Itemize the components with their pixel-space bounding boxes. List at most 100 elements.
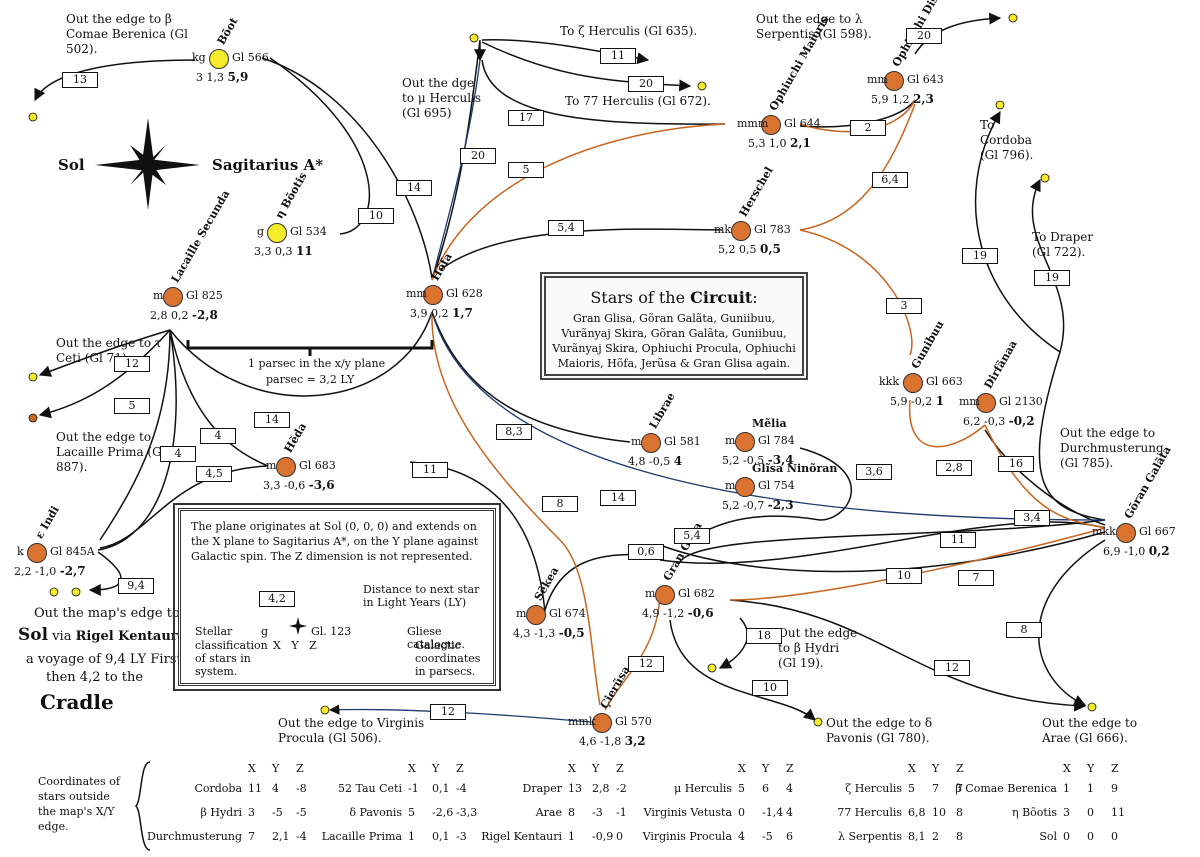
coords-value: 7 xyxy=(932,782,939,795)
star-melia-coords: 5,2 -0,5 -3,4 xyxy=(722,453,794,467)
distance-box: 12 xyxy=(628,656,664,672)
coords-header: Y xyxy=(272,762,280,775)
star-indi-gl: Gl 845A xyxy=(50,545,95,558)
legend-g: g xyxy=(261,625,269,638)
coords-header: Z xyxy=(1111,762,1119,775)
coords-value: 0 xyxy=(1087,830,1094,843)
distance-box: 2,8 xyxy=(936,460,972,476)
coords-star-name: Virginis Procula xyxy=(642,830,732,843)
coords-value: 0 xyxy=(1063,830,1070,843)
note-serpentis: Out the edge to λ Serpentis (Gl 598). xyxy=(756,12,872,41)
star-eta-coords: 3,3 0,3 11 xyxy=(254,244,313,258)
note-cordoba: To Cordoba (Gl 796). xyxy=(980,118,1034,162)
coords-header: Z xyxy=(616,762,624,775)
coords-header: X xyxy=(908,762,916,775)
star-glisa-coords: 5,2 -0,7 -2,3 xyxy=(722,498,794,512)
coords-star-name: Rigel Kentauri xyxy=(481,830,562,843)
star-lacaille-class: m xyxy=(153,289,164,302)
distance-box: 4,5 xyxy=(196,466,232,482)
coords-value: 11 xyxy=(248,782,262,795)
coords-value: 0 xyxy=(1111,830,1118,843)
coords-star-name: λ Serpentis xyxy=(838,830,902,843)
cradle-label: Cradle xyxy=(40,690,114,714)
coords-header: Y xyxy=(762,762,770,775)
star-librae-coords: 4,8 -0,5 4 xyxy=(628,454,683,468)
note-draper: To Draper (Gl 722). xyxy=(1032,230,1094,259)
route-gg-hydri xyxy=(718,617,749,669)
coords-value: 1 xyxy=(408,830,415,843)
coords-value: 4 xyxy=(786,782,793,795)
route-granglisa-goran2 xyxy=(659,531,1106,573)
star-ophmai-class: mmm xyxy=(737,117,769,130)
note-virginis: Out the edge to Virginis Procula (Gl 506… xyxy=(278,716,425,745)
star-sekea-gl: Gl 674 xyxy=(549,607,586,620)
note-pavonis: Out the edge to δ Pavonis (Gl 780). xyxy=(826,716,933,745)
distance-box: 0,6 xyxy=(628,544,664,560)
route-lac-lprima xyxy=(38,329,171,419)
star-ophdis-gl: Gl 643 xyxy=(907,73,944,86)
star-goran-coords: 6,9 -1,0 0,2 xyxy=(1103,544,1170,558)
coords-value: 5 xyxy=(908,782,915,795)
coords-value: -1 xyxy=(616,806,627,819)
star-granglisa-class: m xyxy=(645,587,656,600)
coords-value: 1 xyxy=(1063,782,1070,795)
star-goran-gl: Gl 667 xyxy=(1139,525,1176,538)
distance-box: 19 xyxy=(1034,270,1070,286)
star-gunibuu-coords: 5,9 -0,2 1 xyxy=(890,394,945,408)
coords-header: X xyxy=(568,762,576,775)
distance-box: 10 xyxy=(358,208,394,224)
coords-header: Z xyxy=(456,762,464,775)
star-lacaille-icon xyxy=(163,287,183,307)
coords-value: 0 xyxy=(616,830,623,843)
note-tau-ceti: Out the edge to τ Ceti (Gl 71). xyxy=(56,336,162,365)
coords-header: Y xyxy=(592,762,600,775)
distance-box: 16 xyxy=(998,456,1034,472)
distance-box: 8 xyxy=(542,496,578,512)
star-sekea-coords: 4,3 -1,3 -0,5 xyxy=(513,626,585,640)
star-ophdis-coords: 5,9 1,2 2,3 xyxy=(871,92,934,106)
coords-value: -4 xyxy=(296,830,307,843)
distance-box: 4 xyxy=(160,446,196,462)
coords-value: 6 xyxy=(762,782,769,795)
legend-text: The plane originates at Sol (0, 0, 0) an… xyxy=(191,520,479,563)
coords-value: 8 xyxy=(568,806,575,819)
coords-value: 4 xyxy=(272,782,279,795)
route-gg-goran3 xyxy=(659,521,1106,564)
route-lac-indi xyxy=(97,329,177,551)
star-ophmai-coords: 5,3 1,0 2,1 xyxy=(748,136,811,150)
note-lacaille-prima: Out the edge to Lacaille Prima (Gl 887). xyxy=(56,430,166,474)
coords-value: -4 xyxy=(456,782,467,795)
distance-box: 17 xyxy=(508,110,544,126)
route-gunibuu-dirfana xyxy=(908,399,986,448)
distance-box: 14 xyxy=(254,412,290,428)
distance-box: 12 xyxy=(430,704,466,720)
star-herschel-gl: Gl 783 xyxy=(754,223,791,236)
star-boot-class: kg xyxy=(192,51,206,64)
sol-note-line2: Sol via Rigel Kentauri, xyxy=(18,625,188,645)
coords-value: 8 xyxy=(956,830,963,843)
legend-galactic: Galactic coordinates in parsecs. xyxy=(415,639,481,678)
coords-header: Z xyxy=(786,762,794,775)
legend-stellar: Stellar xyxy=(195,625,233,638)
star-heda-gl: Gl 683 xyxy=(299,459,336,472)
star-granglisa-coords: 4,9 -1,2 -0,6 xyxy=(642,606,714,620)
distance-box: 3 xyxy=(886,298,922,314)
route-granglisa-goran1 xyxy=(679,519,1106,563)
scale-bracket xyxy=(186,340,434,356)
star-herschel-icon xyxy=(731,221,751,241)
note-herculis-zeta: To ζ Herculis (Gl 635). xyxy=(560,24,698,38)
distance-box: 5,4 xyxy=(674,528,710,544)
distance-box: 7 xyxy=(958,570,994,586)
distance-box: 20 xyxy=(460,148,496,164)
distance-box: 18 xyxy=(746,628,782,644)
legend-star-icon xyxy=(289,617,307,635)
route-sekea-gg xyxy=(544,553,661,611)
distance-box: 13 xyxy=(62,72,98,88)
route-lac-heda xyxy=(169,329,269,467)
star-heda-class: m xyxy=(266,459,277,472)
coords-value: 4 xyxy=(738,830,745,843)
coords-value: 2,8 xyxy=(592,782,610,795)
star-eta-icon xyxy=(267,223,287,243)
distance-box: 10 xyxy=(886,568,922,584)
